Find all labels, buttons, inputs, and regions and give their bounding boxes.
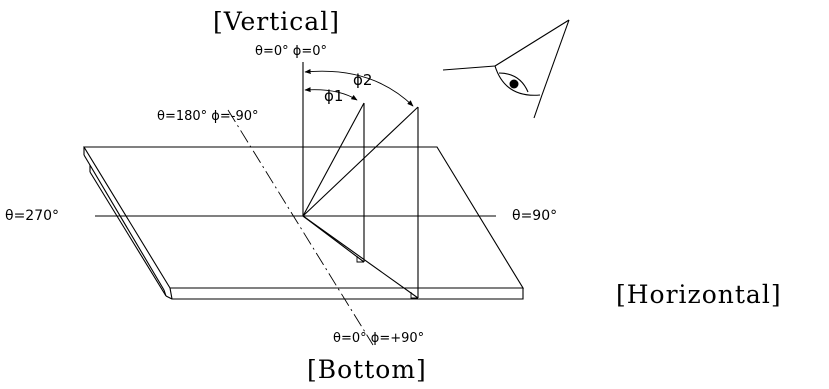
top-angle-label: θ=0° ϕ=0° <box>255 44 327 59</box>
diagonal-axis <box>227 109 374 346</box>
eye-icon <box>442 19 570 119</box>
phi2-arc <box>304 68 414 107</box>
horizontal-label: [Horizontal] <box>616 280 782 309</box>
east-angle-label: θ=90° <box>512 208 557 224</box>
phi1-label: ϕ1 <box>324 87 343 105</box>
phi2-label: ϕ2 <box>353 71 372 89</box>
bottom-label: [Bottom] <box>307 355 427 384</box>
panel-slab <box>83 146 524 300</box>
view-rays <box>302 102 419 299</box>
west-angle-label: θ=270° <box>5 208 59 224</box>
left-angle-label: θ=180° ϕ=-90° <box>157 109 259 124</box>
vertical-label: [Vertical] <box>213 7 340 36</box>
bottom-angle-label: θ=0° ϕ=+90° <box>333 331 424 346</box>
